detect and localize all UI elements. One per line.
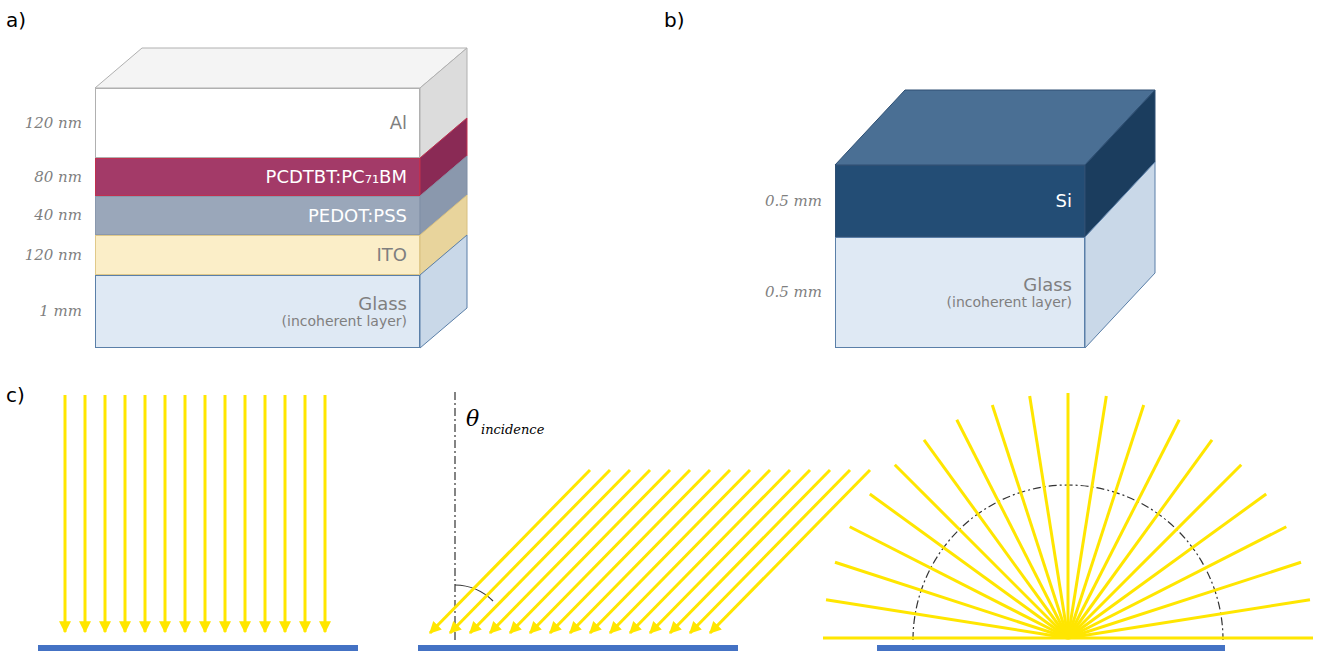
layer-name: PEDOT:PSS bbox=[308, 206, 407, 226]
layer-name: PCDTBT:PC₇₁BM bbox=[266, 167, 407, 187]
thickness-label: 0.5 mm bbox=[765, 283, 822, 301]
layer-face: Glass(incoherent layer) bbox=[95, 275, 420, 348]
layer-face: PCDTBT:PC₇₁BM bbox=[95, 158, 420, 196]
light-ray bbox=[924, 440, 1068, 638]
layer-face: PEDOT:PSS bbox=[95, 196, 420, 235]
panel-label: b) bbox=[664, 8, 685, 32]
light-ray bbox=[610, 470, 770, 633]
panel-label: a) bbox=[6, 8, 26, 32]
light-ray bbox=[1068, 440, 1212, 638]
thickness-label: 40 nm bbox=[34, 206, 82, 224]
light-ray bbox=[835, 562, 1068, 638]
light-ray bbox=[64, 395, 67, 632]
light-ray bbox=[144, 395, 147, 632]
light-ray bbox=[630, 470, 790, 633]
layer-name: (incoherent layer) bbox=[282, 314, 407, 329]
light-ray bbox=[870, 494, 1068, 638]
light-ray bbox=[550, 470, 710, 633]
light-ray bbox=[1067, 393, 1070, 638]
light-ray bbox=[826, 600, 1068, 638]
light-ray bbox=[304, 395, 307, 632]
light-ray bbox=[710, 470, 870, 633]
glass-side-face bbox=[420, 235, 467, 348]
light-ray bbox=[1068, 405, 1144, 638]
light-ray bbox=[164, 395, 167, 632]
light-ray bbox=[570, 470, 730, 633]
thickness-label: 80 nm bbox=[34, 168, 82, 186]
layer-face: Si bbox=[835, 165, 1085, 237]
light-ray bbox=[510, 470, 670, 633]
thickness-label: 120 nm bbox=[25, 246, 82, 264]
light-ray bbox=[1068, 494, 1266, 638]
light-ray bbox=[184, 395, 187, 632]
light-ray bbox=[470, 470, 630, 633]
light-ray bbox=[650, 470, 810, 633]
light-ray bbox=[450, 470, 610, 633]
layer-name: (incoherent layer) bbox=[947, 295, 1072, 310]
layer-name: ITO bbox=[377, 245, 407, 265]
thickness-label: 0.5 mm bbox=[765, 192, 822, 210]
light-ray bbox=[530, 470, 690, 633]
layer-name: Glass bbox=[358, 294, 407, 314]
light-ray bbox=[823, 637, 1068, 640]
layer-name: Al bbox=[390, 113, 407, 133]
light-ray bbox=[895, 465, 1068, 638]
light-ray bbox=[670, 470, 830, 633]
al-top-face bbox=[95, 48, 467, 88]
light-ray bbox=[104, 395, 107, 632]
thickness-label: 1 mm bbox=[39, 302, 82, 320]
light-ray bbox=[690, 470, 850, 633]
light-ray bbox=[1068, 527, 1286, 638]
angle-subscript: incidence bbox=[481, 422, 544, 437]
light-ray bbox=[284, 395, 287, 632]
glass-side-face bbox=[1085, 162, 1155, 348]
light-ray bbox=[957, 420, 1068, 638]
layer-name: Glass bbox=[1023, 275, 1072, 295]
layer-face: Glass(incoherent layer) bbox=[835, 237, 1085, 348]
surface-bar bbox=[38, 645, 358, 651]
normal-line bbox=[454, 392, 455, 640]
light-ray bbox=[1068, 396, 1106, 638]
panel-label: c) bbox=[6, 383, 25, 407]
angle-symbol: θ bbox=[466, 406, 479, 431]
light-ray bbox=[224, 395, 227, 632]
light-ray bbox=[264, 395, 267, 632]
light-ray bbox=[244, 395, 247, 632]
light-ray bbox=[84, 395, 87, 632]
surface-bar bbox=[877, 645, 1225, 651]
light-ray bbox=[204, 395, 207, 632]
light-ray bbox=[1068, 562, 1301, 638]
light-ray bbox=[992, 405, 1068, 638]
light-ray bbox=[124, 395, 127, 632]
light-ray bbox=[590, 470, 750, 633]
surface-bar bbox=[418, 645, 738, 651]
light-ray bbox=[490, 470, 650, 633]
light-ray bbox=[1068, 465, 1241, 638]
light-rays bbox=[65, 393, 1313, 638]
layer-face: ITO bbox=[95, 235, 420, 275]
layer-face: Al bbox=[95, 88, 420, 158]
thickness-label: 120 nm bbox=[25, 114, 82, 132]
light-ray bbox=[324, 395, 327, 632]
light-ray bbox=[430, 470, 590, 633]
layer-name: Si bbox=[1056, 191, 1072, 211]
light-ray bbox=[1068, 637, 1313, 640]
